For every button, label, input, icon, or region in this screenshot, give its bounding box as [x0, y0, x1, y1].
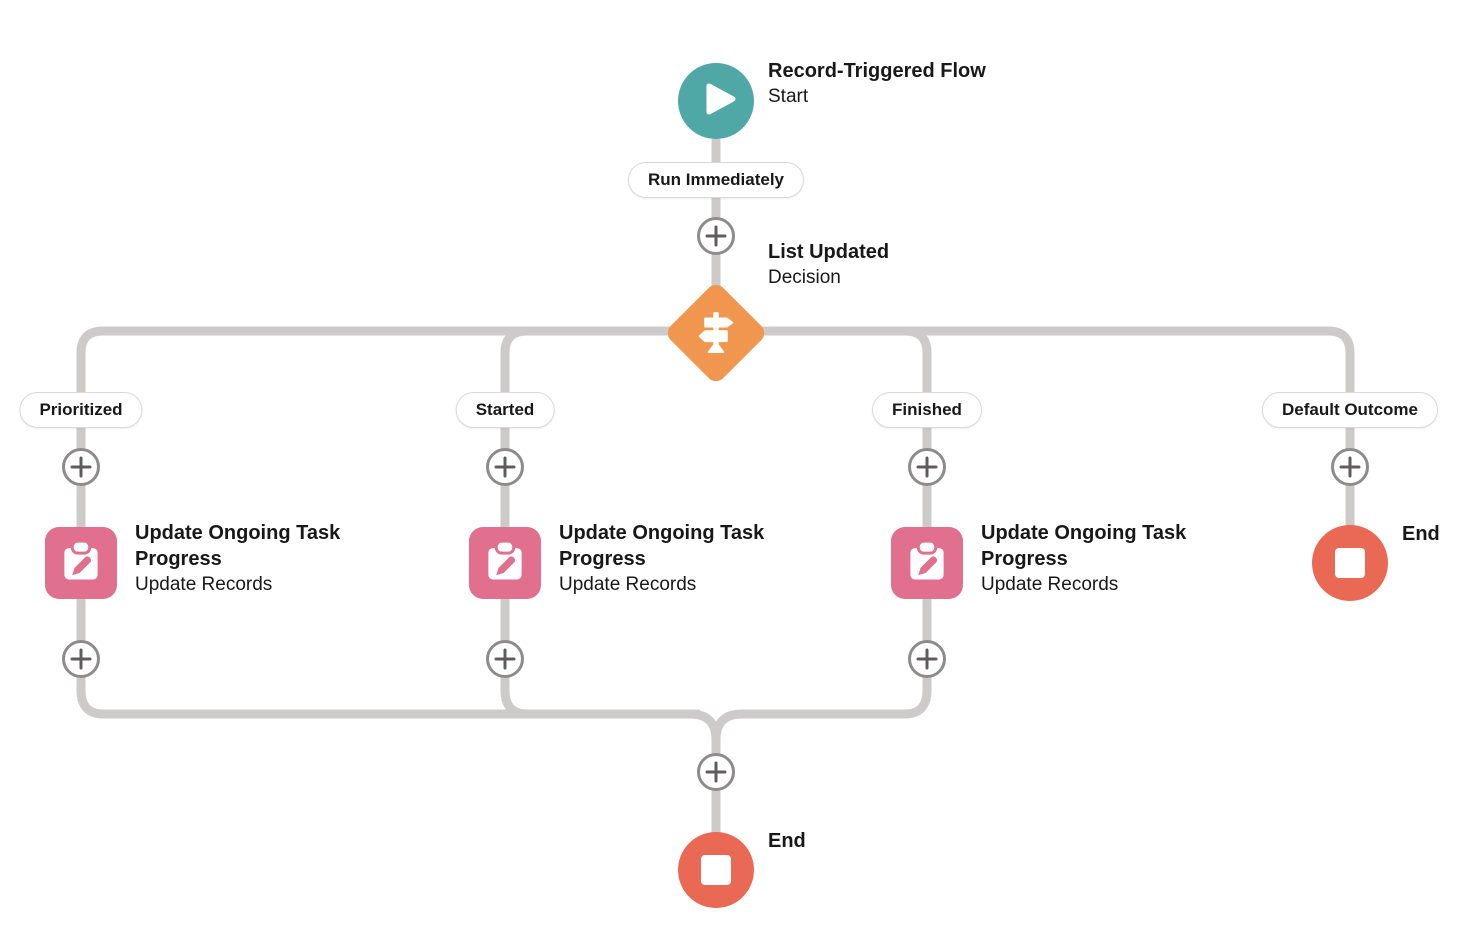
update-records-node-button[interactable] — [45, 527, 117, 599]
plus-icon — [494, 648, 516, 670]
start-node-title: Record-Triggered Flow — [768, 60, 986, 82]
branch-label-started: Started — [455, 392, 555, 428]
decision-node-title: List Updated — [768, 241, 890, 263]
end-node — [678, 832, 754, 908]
add-element-button[interactable] — [62, 448, 100, 486]
start-node-button[interactable] — [678, 63, 754, 139]
start-node-label: Record-Triggered Flow Start — [768, 58, 986, 110]
stop-square-icon — [1335, 548, 1365, 578]
node-subtitle: Update Records — [981, 574, 1119, 595]
plus-icon — [705, 225, 727, 247]
node-title: Update Ongoing Task Progress — [981, 522, 1187, 570]
node-title: Update Ongoing Task Progress — [559, 522, 765, 570]
add-element-button[interactable] — [486, 640, 524, 678]
decision-node-subtitle: Decision — [768, 267, 841, 288]
end-node — [1312, 525, 1388, 601]
plus-icon — [494, 456, 516, 478]
node-subtitle: Update Records — [135, 574, 273, 595]
update-records-node-button[interactable] — [469, 527, 541, 599]
stop-square-icon — [701, 855, 731, 885]
clipboard-pencil-icon — [57, 537, 105, 590]
add-element-button[interactable] — [908, 448, 946, 486]
clipboard-pencil-icon — [481, 537, 529, 590]
clipboard-pencil-icon — [903, 537, 951, 590]
add-element-button[interactable] — [908, 640, 946, 678]
plus-icon — [1339, 456, 1361, 478]
decision-node-button[interactable] — [663, 280, 769, 386]
update-records-node-label: Update Ongoing Task Progress Update Reco… — [135, 520, 385, 598]
plus-icon — [70, 456, 92, 478]
play-icon — [678, 61, 754, 142]
end-node-label: End — [768, 830, 806, 852]
decision-node-label: List Updated Decision — [768, 239, 889, 291]
add-element-button[interactable] — [1331, 448, 1369, 486]
add-element-button[interactable] — [62, 640, 100, 678]
update-records-node-button[interactable] — [891, 527, 963, 599]
add-element-button[interactable] — [697, 753, 735, 791]
node-title: Update Ongoing Task Progress — [135, 522, 341, 570]
plus-icon — [916, 456, 938, 478]
signpost-icon — [696, 311, 736, 355]
add-element-button[interactable] — [697, 217, 735, 255]
branch-label-prioritized: Prioritized — [19, 392, 143, 428]
branch-label-default-outcome: Default Outcome — [1261, 392, 1439, 428]
add-element-button[interactable] — [486, 448, 524, 486]
plus-icon — [916, 648, 938, 670]
plus-icon — [705, 761, 727, 783]
run-immediately-badge: Run Immediately — [627, 162, 805, 198]
plus-icon — [70, 648, 92, 670]
node-subtitle: Update Records — [559, 574, 697, 595]
branch-label-finished: Finished — [872, 392, 982, 428]
start-node-subtitle: Start — [768, 86, 809, 107]
update-records-node-label: Update Ongoing Task Progress Update Reco… — [981, 520, 1231, 598]
update-records-node-label: Update Ongoing Task Progress Update Reco… — [559, 520, 809, 598]
end-node-label: End — [1402, 523, 1440, 545]
